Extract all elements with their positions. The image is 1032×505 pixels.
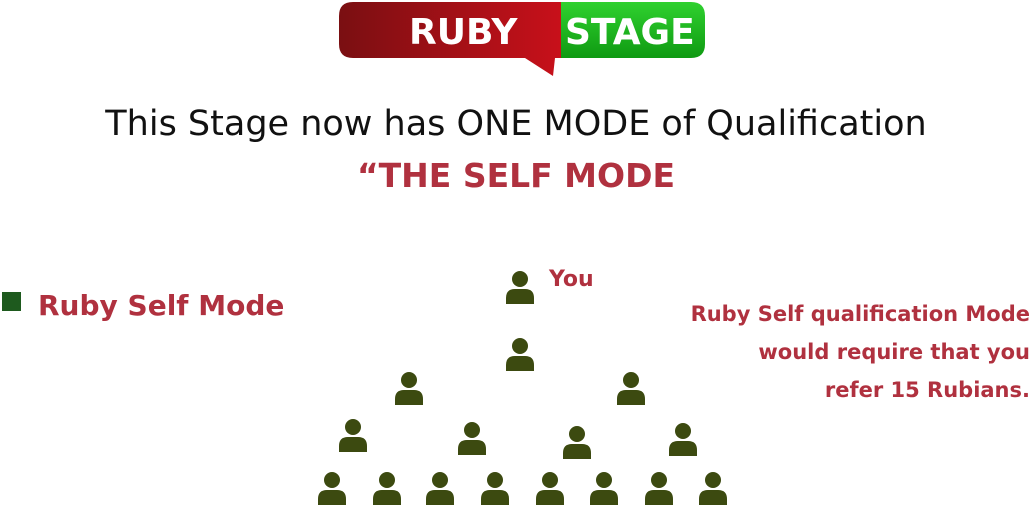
bullet-square-icon bbox=[2, 292, 21, 311]
person-icon bbox=[425, 471, 455, 505]
person-icon bbox=[616, 371, 646, 405]
person-icon bbox=[457, 421, 487, 455]
person-icon bbox=[505, 337, 535, 371]
person-icon bbox=[698, 471, 728, 505]
page-headline: This Stage now has ONE MODE of Qualifica… bbox=[105, 104, 927, 144]
person-icon bbox=[644, 471, 674, 505]
you-person-icon bbox=[505, 270, 535, 304]
person-icon bbox=[562, 425, 592, 459]
badge-stage-label: STAGE bbox=[565, 12, 695, 53]
description-line-3: refer 15 Rubians. bbox=[824, 378, 1030, 402]
person-icon bbox=[338, 418, 368, 452]
description-line-2: would require that you bbox=[758, 340, 1030, 364]
bullet-label: Ruby Self Mode bbox=[38, 289, 285, 322]
person-icon bbox=[668, 422, 698, 456]
page-subheadline: “THE SELF MODE bbox=[356, 156, 676, 195]
you-label: You bbox=[549, 267, 594, 292]
description-line-1: Ruby Self qualification Mode bbox=[690, 302, 1030, 326]
qualification-description: Ruby Self qualification Mode would requi… bbox=[650, 295, 1030, 409]
person-icon bbox=[480, 471, 510, 505]
ruby-stage-badge: RUBY STAGE bbox=[339, 2, 705, 78]
person-icon bbox=[372, 471, 402, 505]
person-icon bbox=[394, 371, 424, 405]
badge-shape bbox=[339, 2, 705, 76]
person-icon bbox=[589, 471, 619, 505]
person-icon bbox=[317, 471, 347, 505]
person-icon bbox=[535, 471, 565, 505]
badge-ruby-label: RUBY bbox=[409, 12, 518, 53]
